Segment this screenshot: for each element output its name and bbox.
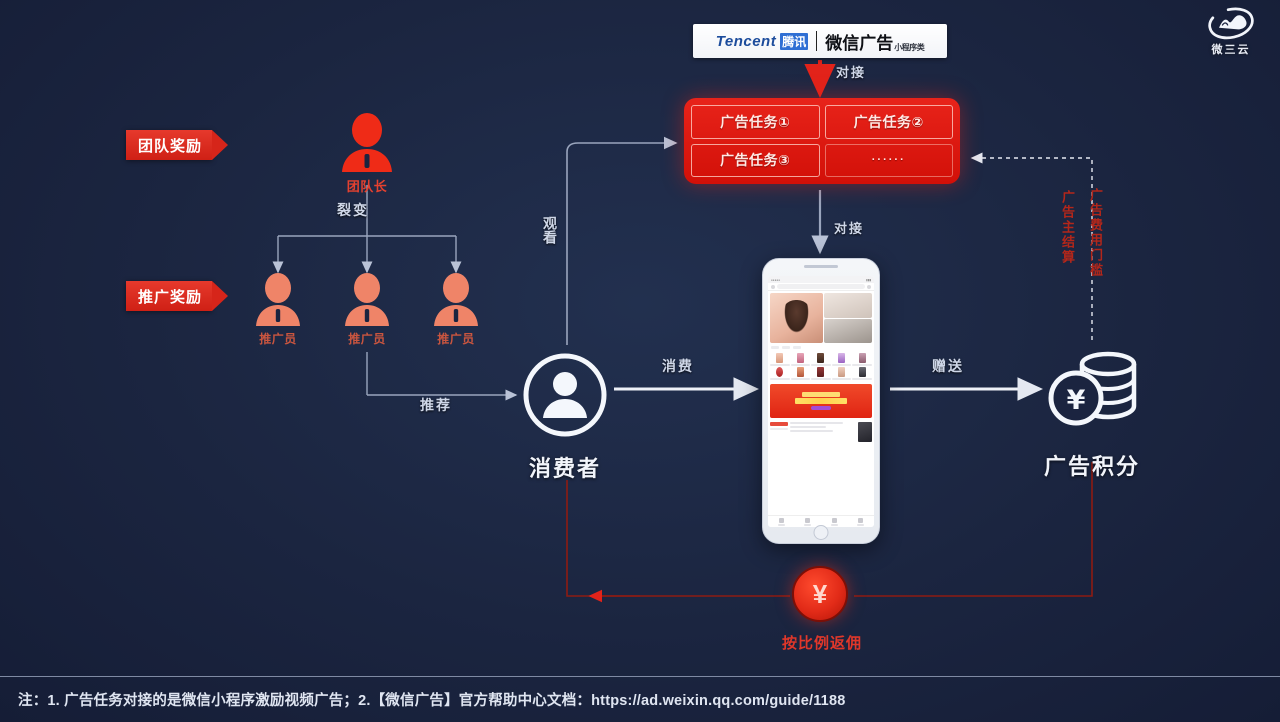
ad-task-3[interactable]: 广告任务③ xyxy=(691,143,820,177)
vertical-note-left: 广告主结算 xyxy=(1060,190,1075,265)
edge-label-gift: 赠送 xyxy=(932,358,964,374)
node-promoter-1[interactable]: 推广员 xyxy=(252,272,304,347)
node-consumer-label: 消费者 xyxy=(528,456,601,481)
node-promoter-3[interactable]: 推广员 xyxy=(430,272,482,347)
coin-stack-yuan-icon: ¥ xyxy=(1048,351,1137,426)
vertical-note-right: 广告费用门槛 xyxy=(1088,188,1103,278)
phone-status-bar: ●●●●●▮▮▮ xyxy=(768,276,874,283)
phone-speaker xyxy=(804,265,838,268)
wechat-ads-sublabel: 小程序类 xyxy=(894,43,925,52)
ribbon-arrow-icon xyxy=(212,130,229,160)
node-promoter-2[interactable]: 推广员 xyxy=(341,272,393,347)
phone-hero-side xyxy=(823,293,872,343)
phone-hero-tile-1 xyxy=(823,293,872,318)
edge-label-watch: 观看 xyxy=(542,216,558,244)
tencent-wechat-ads-banner[interactable]: Tencent 腾讯 微信广告 小程序类 xyxy=(693,24,947,58)
ribbon-arrow-icon xyxy=(212,281,229,311)
banner-divider xyxy=(816,31,818,51)
phone-hero-banner xyxy=(768,291,874,345)
ad-tasks-panel: 广告任务① 广告任务② 广告任务③ ······ xyxy=(684,98,960,184)
svg-text:¥: ¥ xyxy=(1067,385,1086,416)
edge-label-dock-top: 对接 xyxy=(836,65,867,80)
phone-product-row xyxy=(768,420,874,444)
ad-task-more[interactable]: ······ xyxy=(824,143,953,177)
phone-search-field xyxy=(777,284,865,289)
edge-label-dock-mid: 对接 xyxy=(834,221,865,236)
wechat-ads-label: 微信广告 xyxy=(825,33,894,53)
node-rebate-label: 按比例返佣 xyxy=(781,635,862,652)
cloud-mountain-logo-icon xyxy=(1208,7,1254,40)
phone-more-icon xyxy=(867,284,871,289)
edge-label-recommend: 推荐 xyxy=(420,397,452,413)
node-promoter-1-label: 推广员 xyxy=(259,332,297,346)
ad-task-1[interactable]: 广告任务① xyxy=(691,105,820,139)
phone-bottom-nav xyxy=(768,515,874,527)
phone-hero-tile-2 xyxy=(823,318,872,343)
node-consumer[interactable]: 消费者 xyxy=(522,352,608,483)
brand-logo: 微三云 xyxy=(1186,6,1276,68)
person-icon xyxy=(434,273,478,326)
phone-product-thumb xyxy=(858,422,872,442)
yuan-symbol: ¥ xyxy=(812,579,828,609)
ribbon-promotion-reward: 推广奖励 xyxy=(126,281,229,311)
ad-task-2[interactable]: 广告任务② xyxy=(824,105,953,139)
node-ad-points[interactable]: ¥ 广告积分 xyxy=(1044,348,1138,481)
tencent-cn-label: 腾讯 xyxy=(780,32,809,50)
node-promoter-2-label: 推广员 xyxy=(348,332,386,346)
person-icon xyxy=(256,273,300,326)
ribbon-team-reward: 团队奖励 xyxy=(126,130,229,160)
person-circle-icon xyxy=(523,353,607,437)
phone-product-grid xyxy=(768,351,874,382)
node-team-leader[interactable]: 团队长 xyxy=(337,112,397,195)
person-icon xyxy=(342,113,392,172)
edge-label-fission: 裂变 xyxy=(337,202,369,218)
footer-note-text: 注：1. 广告任务对接的是微信小程序激励视频广告；2.【微信广告】官方帮助中心文… xyxy=(18,693,846,709)
phone-home-button[interactable] xyxy=(813,525,829,540)
node-ad-points-label: 广告积分 xyxy=(1043,454,1140,479)
ribbon-team-reward-label: 团队奖励 xyxy=(126,130,213,160)
person-icon xyxy=(345,273,389,326)
phone-menu-icon xyxy=(771,284,775,289)
phone-promo-banner xyxy=(770,384,872,418)
node-rebate[interactable]: ¥ 按比例返佣 xyxy=(782,566,861,653)
node-promoter-3-label: 推广员 xyxy=(437,332,475,346)
phone-category-tabs xyxy=(768,345,874,351)
phone-hero-model-image xyxy=(770,293,823,343)
yuan-coin-icon: ¥ xyxy=(792,566,848,622)
tencent-en-label: Tencent xyxy=(715,32,777,50)
edge-label-consume: 消费 xyxy=(662,358,694,374)
ribbon-promotion-reward-label: 推广奖励 xyxy=(126,281,213,311)
phone-search-bar xyxy=(768,283,874,291)
phone-screen: ●●●●●▮▮▮ xyxy=(768,276,874,527)
brand-name: 微三云 xyxy=(1211,44,1251,56)
footer-note: 注：1. 广告任务对接的是微信小程序激励视频广告；2.【微信广告】官方帮助中心文… xyxy=(0,676,1280,722)
node-team-leader-label: 团队长 xyxy=(346,179,388,194)
node-phone-mockup[interactable]: ●●●●●▮▮▮ xyxy=(762,258,880,544)
